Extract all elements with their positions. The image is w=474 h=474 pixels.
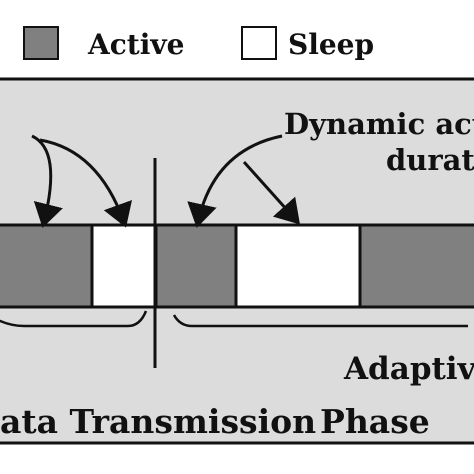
- phase-label: Phase: [320, 402, 430, 441]
- adaptive-label: Adaptive: [343, 351, 474, 387]
- data-transmission-label: ata Transmission: [0, 402, 316, 441]
- dynamic-duration-label: durati: [386, 143, 474, 177]
- dynamic-duration-arrow: [31, 134, 63, 228]
- dynamic-active-label: Dynamic activ: [284, 107, 474, 141]
- timeline-segment-sleep: [234, 223, 362, 309]
- timeline-segment-sleep: [90, 223, 158, 309]
- data-transmission-brace: [0, 310, 148, 328]
- timeline-segment-active: [358, 223, 474, 309]
- legend-sleep-label: Sleep: [288, 28, 374, 61]
- dynamic-duration-arrow: [39, 138, 132, 228]
- dynamic-duration-arrow: [242, 160, 301, 225]
- dynamic-duration-arrow: [187, 134, 283, 228]
- timeline-segment-active: [154, 223, 238, 309]
- legend-active-label: Active: [87, 28, 184, 61]
- timeline-segment-active: [0, 223, 94, 309]
- adaptive-phase-brace: [172, 314, 468, 328]
- legend-sleep-swatch: [241, 26, 277, 60]
- legend-active-swatch: [23, 26, 59, 60]
